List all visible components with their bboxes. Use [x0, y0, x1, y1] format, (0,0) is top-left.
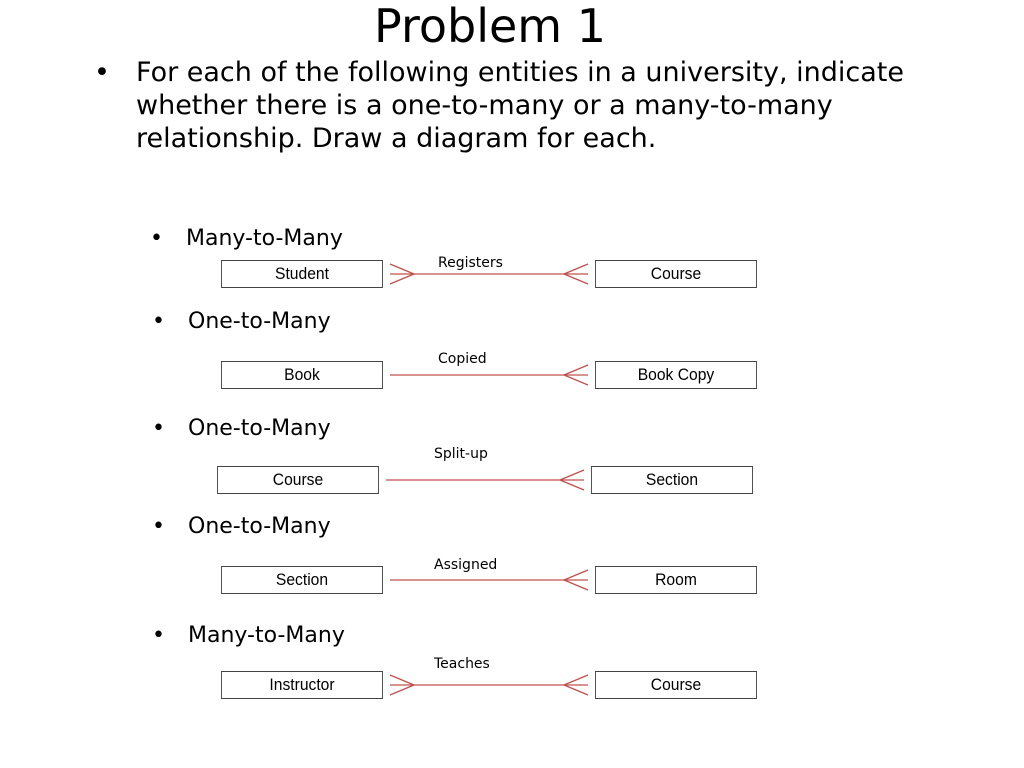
- entity-box: Section: [221, 566, 383, 594]
- bullet-icon: •: [152, 309, 165, 334]
- crows-foot-right: [559, 469, 585, 481]
- crows-foot-left: [389, 674, 415, 686]
- crows-foot-right: [563, 374, 589, 386]
- bullet-icon: •: [152, 514, 165, 539]
- slide-title: Problem 1: [374, 0, 606, 53]
- relationship-verb: Assigned: [434, 557, 498, 573]
- crows-foot-right: [563, 263, 589, 275]
- crows-foot-right: [563, 569, 589, 581]
- entity-box: Course: [595, 260, 757, 288]
- entity-box: Student: [221, 260, 383, 288]
- problem-text: For each of the following entities in a …: [136, 57, 904, 154]
- crows-foot-right: [563, 579, 589, 591]
- problem-statement: • For each of the following entities in …: [94, 56, 954, 155]
- entity-box: Section: [591, 466, 753, 494]
- entity-box: Book: [221, 361, 383, 389]
- bullet-icon: •: [150, 226, 163, 251]
- entity-box: Course: [595, 671, 757, 699]
- entity-box: Instructor: [221, 671, 383, 699]
- relationship-verb: Split-up: [434, 446, 488, 462]
- bullet-icon: •: [152, 623, 165, 648]
- crows-foot-right: [563, 684, 589, 696]
- crows-foot-right: [559, 479, 585, 491]
- crows-foot-left: [389, 684, 415, 696]
- crows-foot-right: [563, 364, 589, 376]
- bullet-icon: •: [94, 57, 110, 88]
- crows-foot-right: [563, 273, 589, 285]
- relationship-verb: Teaches: [434, 656, 490, 672]
- entity-box: Book Copy: [595, 361, 757, 389]
- entity-box: Course: [217, 466, 379, 494]
- crows-foot-left: [389, 263, 415, 275]
- crows-foot-left: [389, 273, 415, 285]
- entity-box: Room: [595, 566, 757, 594]
- relationship-verb: Registers: [438, 255, 503, 271]
- bullet-icon: •: [152, 416, 165, 441]
- relationship-verb: Copied: [438, 351, 487, 367]
- crows-foot-right: [563, 674, 589, 686]
